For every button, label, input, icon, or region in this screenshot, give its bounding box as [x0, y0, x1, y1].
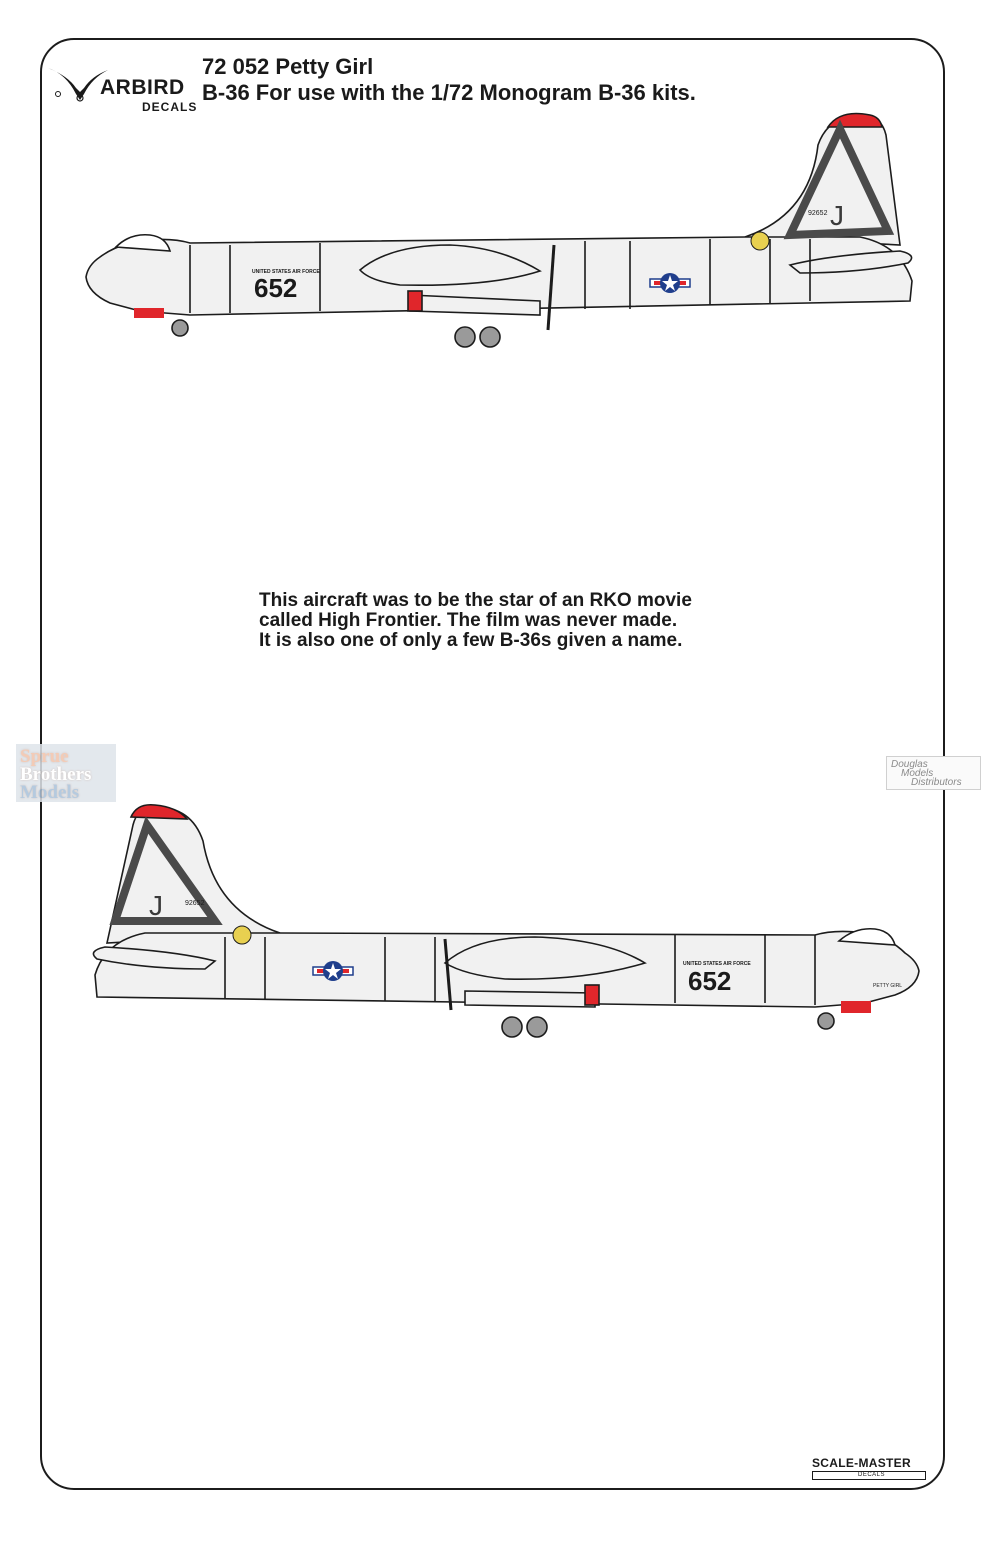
- fuselage-number: 652: [254, 273, 297, 303]
- nose-wheel: [817, 1012, 835, 1030]
- description-line: It is also one of only a few B-36s given…: [259, 630, 683, 651]
- usaf-insignia-icon: [649, 273, 691, 293]
- tail-number: 92652: [808, 210, 828, 217]
- cockpit-canopy: [837, 927, 897, 946]
- wing-badge-icon: [750, 231, 770, 251]
- warbird-decals-logo: ARBIRD DECALS: [46, 58, 196, 118]
- warbird-wings-icon: [48, 68, 108, 102]
- watermark-left-line: Models: [20, 782, 80, 803]
- watermark-right-line: Distributors: [911, 777, 962, 788]
- tail-tip-red: [826, 112, 883, 128]
- tail-number: 92652: [185, 900, 205, 907]
- wing-root: [358, 244, 542, 287]
- scale-master-logo: SCALE-MASTER DECALS: [812, 1456, 936, 1484]
- fuselage-number: 652: [688, 966, 731, 996]
- logo-word: ARBIRD: [100, 76, 185, 99]
- nose-art-name: PETTY GIRL: [873, 983, 902, 989]
- fuselage-text-small: UNITED STATES AIR FORCE: [252, 269, 320, 275]
- description-line: called High Frontier. The film was never…: [259, 610, 678, 631]
- cockpit-canopy: [114, 233, 172, 252]
- engine-nacelle: [464, 990, 596, 1008]
- aircraft-description: This aircraft was to be the star of an R…: [259, 591, 819, 651]
- brand-name: SCALE-MASTER: [812, 1456, 911, 1470]
- tail-tip-red: [129, 803, 189, 820]
- watermark-right-line: Models: [901, 768, 934, 779]
- nacelle-red-panel: [584, 984, 600, 1006]
- watermark-right: Douglas Models Distributors: [886, 756, 981, 790]
- main-wheel-1: [501, 1016, 523, 1038]
- nose-wheel: [171, 319, 189, 337]
- watermark-left-line: Sprue: [20, 746, 69, 767]
- nacelle-red-panel: [407, 290, 423, 312]
- wing-root: [443, 936, 647, 980]
- tail-letter: J: [149, 890, 163, 921]
- sheet-subtitle: B-36 For use with the 1/72 Monogram B-36…: [202, 80, 696, 105]
- description-line: This aircraft was to be the star of an R…: [259, 590, 692, 611]
- usaf-insignia-icon: [312, 961, 354, 981]
- horizontal-stabilizer: [788, 250, 913, 274]
- aircraft-profile-left-view: UNITED STATES AIR FORCE 652 92652 J: [85, 112, 913, 348]
- propeller: [546, 244, 556, 331]
- tail-letter: J: [830, 200, 844, 231]
- aircraft-profile-right-view: UNITED STATES AIR FORCE 652 92652 J PETT…: [92, 803, 920, 1038]
- logo-subtitle: DECALS: [142, 100, 198, 114]
- fuselage-text-small: UNITED STATES AIR FORCE: [683, 961, 751, 967]
- nose-red-panel: [841, 1001, 871, 1013]
- nose-red-panel: [134, 308, 164, 318]
- tail-fin: [744, 115, 901, 246]
- main-wheel-2: [526, 1016, 548, 1038]
- tail-triangle: [783, 119, 895, 240]
- main-wheel-1: [454, 326, 476, 348]
- horizontal-stabilizer: [92, 946, 217, 970]
- watermark-right-line: Douglas: [891, 759, 928, 770]
- tail-triangle: [109, 816, 223, 925]
- brand-bar: [812, 1471, 926, 1480]
- brand-subtitle: DECALS: [858, 1472, 886, 1478]
- watermark-left-line: Brothers: [20, 764, 92, 785]
- watermark-left: Sprue Brothers Models: [16, 744, 116, 802]
- main-wheel-2: [479, 326, 501, 348]
- wing-badge-icon: [232, 925, 252, 945]
- propeller: [443, 938, 453, 1011]
- sheet-title: 72 052 Petty Girl: [202, 54, 374, 79]
